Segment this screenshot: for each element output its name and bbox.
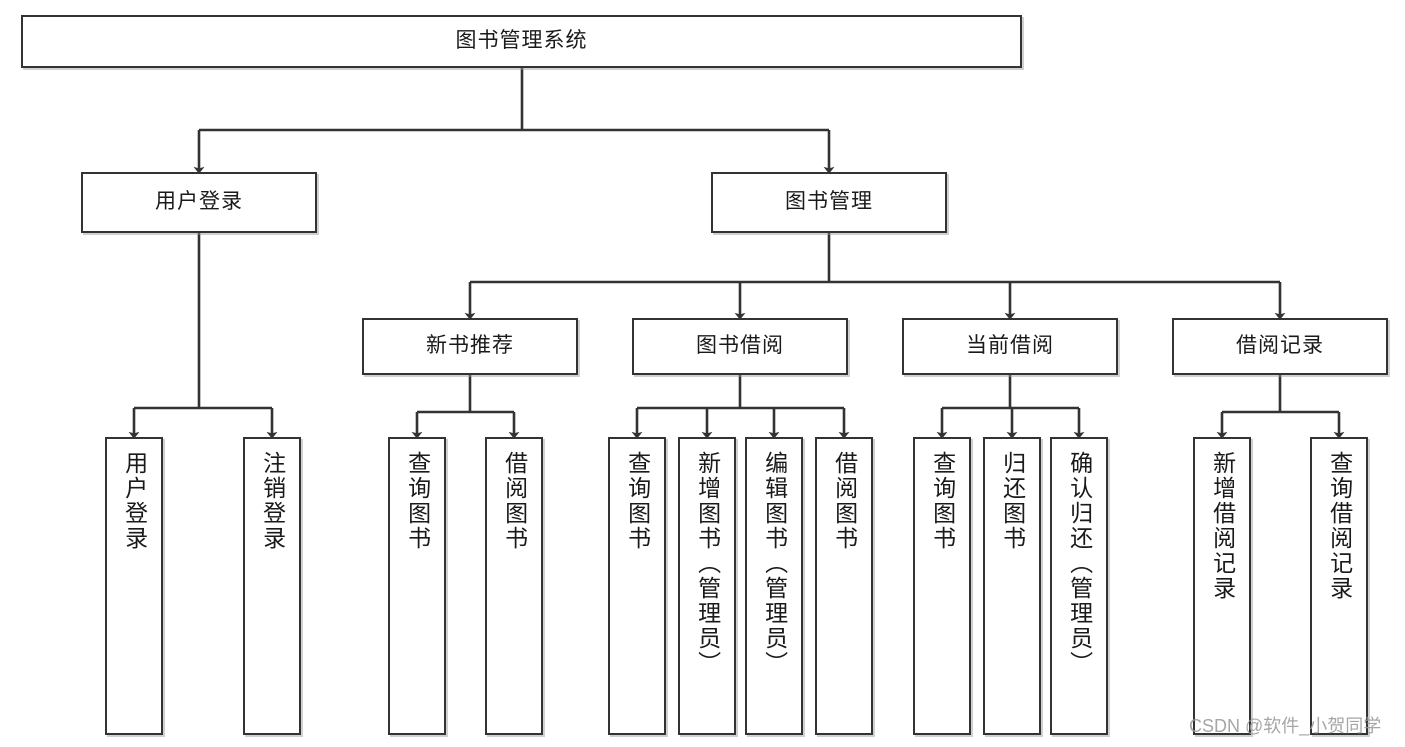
node-label: 编辑图书（管理员） (761, 451, 788, 676)
node-borrow-record[interactable]: 借阅记录 (1172, 318, 1388, 375)
node-root[interactable]: 图书管理系统 (21, 15, 1022, 68)
node-leaf-rec-borrow[interactable]: 借阅图书 (485, 437, 543, 735)
node-label: 借阅记录 (1236, 334, 1324, 358)
watermark-text: CSDN @软件_小贺同学 (1189, 716, 1382, 736)
node-label: 图书借阅 (696, 334, 784, 358)
node-label: 注销登录 (259, 451, 286, 551)
node-leaf-bb-edit[interactable]: 编辑图书（管理员） (745, 437, 803, 735)
node-book-manage[interactable]: 图书管理 (711, 172, 947, 233)
node-leaf-bb-query[interactable]: 查询图书 (608, 437, 666, 735)
node-leaf-cb-query[interactable]: 查询图书 (913, 437, 971, 735)
node-label: 查询图书 (624, 451, 651, 551)
node-leaf-user-login[interactable]: 用户登录 (105, 437, 163, 735)
node-leaf-bb-borrow[interactable]: 借阅图书 (815, 437, 873, 735)
node-label: 归还图书 (999, 451, 1026, 551)
node-label: 查询借阅记录 (1326, 451, 1353, 601)
node-label: 用户登录 (155, 190, 243, 214)
node-leaf-br-query[interactable]: 查询借阅记录 (1310, 437, 1368, 735)
node-label: 查询图书 (404, 451, 431, 551)
node-label: 图书管理 (785, 190, 873, 214)
node-leaf-bb-add[interactable]: 新增图书（管理员） (678, 437, 736, 735)
node-label: 用户登录 (121, 451, 148, 551)
node-label: 借阅图书 (831, 451, 858, 551)
node-label: 查询图书 (929, 451, 956, 551)
node-label: 确认归还（管理员） (1066, 451, 1093, 676)
node-book-borrow[interactable]: 图书借阅 (632, 318, 848, 375)
node-label: 借阅图书 (501, 451, 528, 551)
node-label: 新书推荐 (426, 334, 514, 358)
node-label: 新增图书（管理员） (694, 451, 721, 676)
node-label: 当前借阅 (966, 334, 1054, 358)
node-leaf-user-logout[interactable]: 注销登录 (243, 437, 301, 735)
node-label: 新增借阅记录 (1209, 451, 1236, 601)
node-leaf-br-add[interactable]: 新增借阅记录 (1193, 437, 1251, 735)
node-leaf-rec-query[interactable]: 查询图书 (388, 437, 446, 735)
node-new-book-rec[interactable]: 新书推荐 (362, 318, 578, 375)
node-user-login[interactable]: 用户登录 (81, 172, 317, 233)
node-leaf-cb-confirm[interactable]: 确认归还（管理员） (1050, 437, 1108, 735)
node-label: 图书管理系统 (455, 29, 588, 53)
node-current-borrow[interactable]: 当前借阅 (902, 318, 1118, 375)
node-leaf-cb-return[interactable]: 归还图书 (983, 437, 1041, 735)
